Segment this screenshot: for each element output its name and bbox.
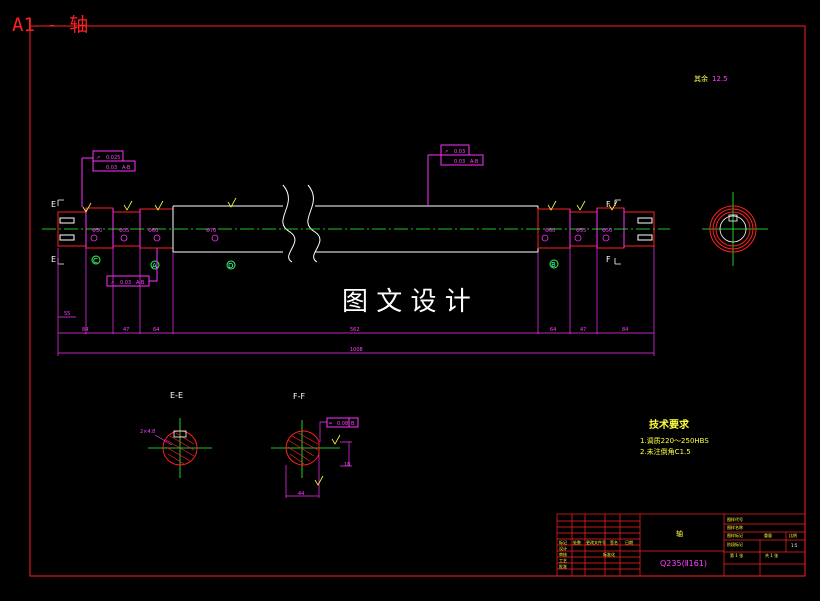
watermark-text: 图 文 设 计 — [342, 287, 471, 317]
tb-right-label-0: 图样标记 — [727, 532, 743, 538]
section-cut-marks: E E F F — [51, 199, 621, 265]
datum-d-marker — [226, 260, 236, 270]
tb-part-name: 轴 — [676, 529, 683, 538]
section-ee-label: E-E — [170, 391, 183, 400]
tb-scale: 1:5 — [791, 543, 798, 548]
datum-c: C — [93, 257, 98, 265]
tb-right-label-3: 比例 — [789, 532, 797, 538]
tb-sheets: 共 1 张 — [765, 552, 778, 558]
title-block: 轴 Q235(Ⅱ161) 标记 处数 更改文件号 签名 日期 设计 审核 工艺 … — [556, 513, 806, 577]
tol-sec-v1: 0.08 — [337, 421, 348, 427]
svg-text:Φ50: Φ50 — [92, 228, 102, 234]
tech-req-item-2: 2.未注倒角C1.5 — [640, 447, 691, 456]
tol-low-sym: ↗ — [110, 280, 114, 286]
dimension-lines — [57, 246, 655, 356]
tol-mid-sym: ↗ — [444, 149, 448, 155]
tb-sheet: 第 1 张 — [730, 552, 743, 558]
tb-name-label: 图样名称 — [727, 524, 743, 530]
cut-f-top: F — [606, 200, 611, 209]
datum-c-marker — [91, 255, 101, 265]
section-ff-dim2: 18 — [344, 462, 350, 468]
roughness-prefix: 其余 — [694, 74, 708, 83]
tb-right-label-1: 阶段标记 — [727, 541, 743, 547]
tb-label-5: 设计 — [559, 545, 567, 551]
section-f-f: F-F ═ 0.08 B 44 18 — [271, 392, 359, 498]
datum-b: B — [551, 261, 556, 269]
tb-material: Q235(Ⅱ161) — [660, 559, 707, 568]
datum-symbols: C A D B — [91, 255, 559, 270]
dim-total: 1008 — [350, 347, 363, 353]
svg-text:Φ55: Φ55 — [119, 228, 129, 234]
dim-d7: 47 — [580, 327, 586, 333]
tol-mid-v1: 0.03 — [454, 149, 465, 155]
tb-label-7: 工艺 — [559, 558, 567, 563]
tolerance-frame-lower: ↗ 0.03 A-B — [106, 248, 158, 287]
section-e-e: E-E 2×4.8 — [140, 391, 212, 478]
end-view — [702, 192, 768, 266]
tol-left-ref: A-B — [122, 165, 131, 171]
tb-label-8: 标准化 — [603, 551, 615, 557]
tb-label-9: 批准 — [559, 563, 567, 569]
svg-text:Φ60: Φ60 — [148, 228, 158, 234]
tol-sec-ref: B — [351, 421, 355, 427]
drawing-title: A1 - 轴 — [12, 14, 88, 36]
dim-d2: 84 — [82, 327, 88, 333]
diameter-annotations: Φ50 Φ55 Φ60 Φ70 Φ60 Φ55 Φ50 — [92, 228, 612, 234]
tb-label-1: 处数 — [573, 539, 581, 545]
roughness-note: 其余 12.5 — [694, 74, 728, 83]
dim-d8: 84 — [622, 327, 628, 333]
cut-e-bottom: E — [51, 255, 56, 264]
dim-d3: 47 — [123, 327, 129, 333]
tol-mid-ref: A-B — [470, 159, 479, 165]
tech-req-item-1: 1.调质220～250HBS — [640, 436, 709, 445]
svg-text:Φ55: Φ55 — [576, 228, 586, 234]
tol-left-v2: 0.03 — [106, 165, 117, 171]
tech-req-heading: 技术要求 — [649, 418, 690, 431]
tol-low-v1: 0.03 — [120, 280, 131, 286]
datum-a: A — [152, 262, 157, 270]
tol-mid-v2: 0.03 — [454, 159, 465, 165]
tb-label-4: 日期 — [625, 539, 633, 545]
roughness-value: 12.5 — [712, 75, 728, 83]
tol-sec-sym: ═ — [328, 421, 333, 427]
tb-label-6: 审核 — [559, 551, 567, 557]
svg-text:Φ60: Φ60 — [545, 228, 555, 234]
datum-b-marker — [549, 259, 559, 269]
diameter-markers — [90, 234, 610, 242]
tb-label-2: 更改文件号 — [586, 539, 606, 545]
tol-left-v1: 0.025 — [106, 155, 120, 161]
section-ff-dim: 44 — [298, 491, 304, 497]
dim-d6: 64 — [550, 327, 556, 333]
roughness-symbols — [82, 197, 618, 213]
dim-d1: 55 — [64, 311, 70, 317]
tol-left-sym: ↗ — [96, 155, 100, 161]
tolerance-frame-left: ↗ 0.025 0.03 A-B — [81, 150, 136, 207]
tolerance-frame-middle: ↗ 0.03 0.03 A-B — [427, 144, 484, 206]
shaft-main-view — [57, 184, 655, 263]
section-ff-label: F-F — [293, 392, 305, 401]
dimension-values: 55 84 47 64 562 64 47 84 1008 — [64, 311, 628, 353]
svg-text:Φ50: Φ50 — [602, 228, 612, 234]
dim-d4: 64 — [153, 327, 159, 333]
datum-a-marker — [150, 260, 160, 270]
cut-e-top: E — [51, 200, 56, 209]
dim-d5: 562 — [350, 327, 360, 333]
cut-f-bottom: F — [606, 255, 611, 264]
technical-requirements: 技术要求 1.调质220～250HBS 2.未注倒角C1.5 — [640, 418, 709, 456]
svg-text:Φ70: Φ70 — [206, 228, 216, 234]
section-ee-dim: 2×4.8 — [140, 429, 155, 435]
tol-low-ref: A-B — [136, 280, 145, 286]
tb-right-label-2: 重量 — [764, 532, 772, 538]
tb-label-0: 标记 — [559, 539, 567, 545]
tb-label-3: 签名 — [610, 539, 618, 545]
datum-d: D — [228, 262, 233, 270]
tb-drawing-no-label: 图样代号 — [727, 516, 743, 522]
sheet-border — [29, 25, 806, 577]
